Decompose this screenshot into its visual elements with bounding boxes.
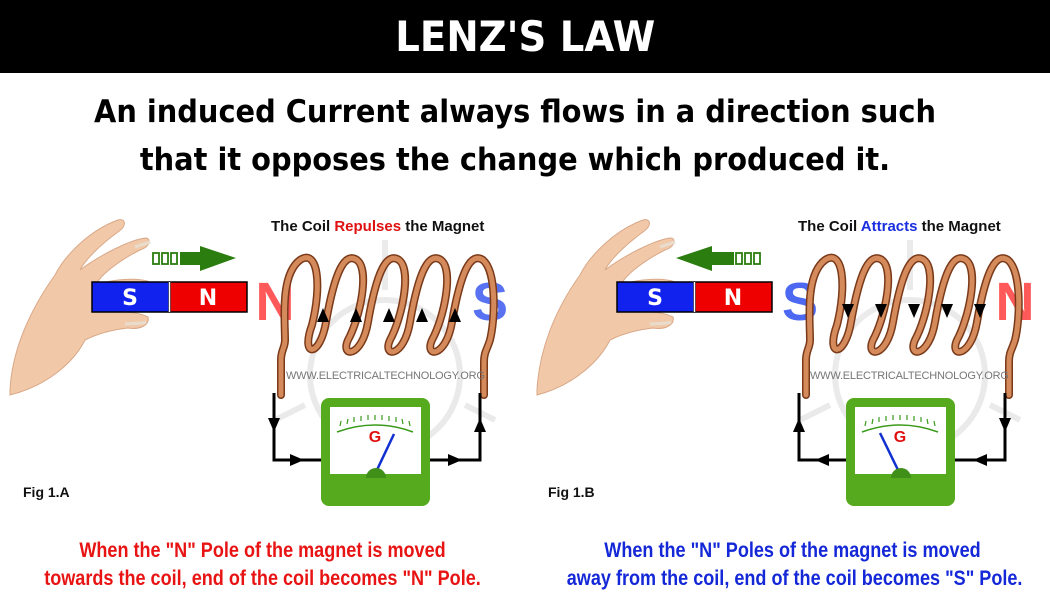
heading-emphasis-attracts: Attracts — [860, 218, 918, 235]
galvanometer-label: G — [894, 429, 906, 446]
galvanometer-needle — [374, 433, 396, 473]
bar-magnet: S N — [91, 281, 248, 313]
title-banner: LENZ'S LAW — [0, 0, 1050, 73]
heading-emphasis-repulses: Repulses — [334, 218, 402, 235]
motion-arrow-right-icon — [152, 246, 236, 271]
figure-1b-panel: S N S N — [525, 200, 1050, 520]
figure-1a-caption: When the "N" Pole of the magnet is moved… — [44, 539, 481, 590]
bar-magnet: S N — [616, 281, 773, 313]
galvanometer-needle — [878, 432, 901, 473]
coil — [277, 253, 498, 399]
circuit-current-arrows-icon — [268, 418, 486, 466]
statement-line-2: that it opposes the change which produce… — [139, 142, 891, 178]
statement-line-1: An induced Current always flows in a dir… — [94, 94, 936, 130]
coil-current-arrows-down-icon — [842, 304, 986, 318]
watermark-text: WWW.ELECTRICALTECHNOLOGY.ORG — [286, 370, 485, 382]
figure-1a-label: Fig 1.A — [23, 484, 70, 500]
figure-1a-diagram: S N N S — [9, 219, 508, 506]
figure-1b-heading: The Coil Attracts the Magnet — [798, 218, 1001, 235]
figure-1b-diagram: S N S N — [536, 219, 1035, 506]
magnet-north-pole-label: N — [199, 286, 217, 311]
hand-icon — [9, 219, 151, 396]
figure-1a-heading: The Coil Repulses the Magnet — [271, 218, 485, 235]
galvanometer: G — [846, 398, 955, 506]
magnet-south-pole-label: S — [647, 286, 663, 311]
galvanometer: G — [321, 398, 430, 506]
galvanometer-label: G — [369, 429, 381, 446]
circuit-wires — [272, 393, 482, 462]
watermark-text: WWW.ELECTRICALTECHNOLOGY.ORG — [810, 370, 1009, 382]
magnet-south-pole-label: S — [122, 286, 138, 311]
circuit-current-arrows-icon — [793, 418, 1011, 466]
magnet-north-pole-label: N — [724, 286, 742, 311]
motion-arrow-left-icon — [676, 246, 761, 271]
circuit-wires — [797, 393, 1007, 462]
figure-1b-caption: When the "N" Poles of the magnet is move… — [566, 539, 1023, 590]
page-title: LENZ'S LAW — [395, 12, 655, 61]
coil — [802, 253, 1023, 399]
law-statement: An induced Current always flows in a dir… — [36, 88, 994, 184]
coil-current-arrows-up-icon — [317, 308, 461, 322]
figure-1b-label: Fig 1.B — [548, 484, 595, 500]
figure-1a-panel: S N N S — [0, 200, 525, 520]
hand-icon — [536, 219, 676, 396]
